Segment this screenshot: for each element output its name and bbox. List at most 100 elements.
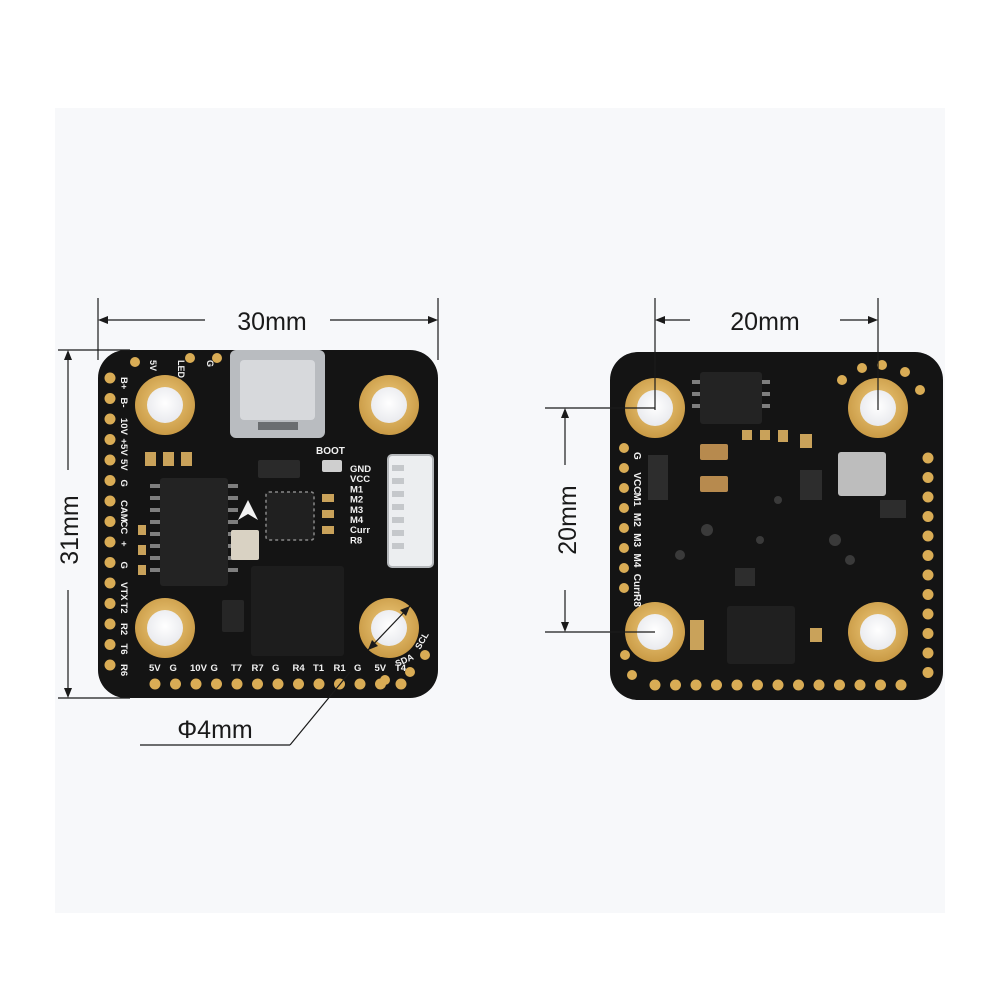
pin-label: R1	[334, 663, 347, 674]
pin-label: M3	[631, 533, 642, 547]
pin-label: G	[170, 663, 177, 674]
front-smd-parts	[138, 452, 334, 575]
solder-pad	[420, 650, 430, 660]
pin-label: +5V	[118, 439, 129, 457]
solder-pad	[252, 678, 263, 690]
solder-pad	[104, 475, 116, 486]
hole-diameter-label: Φ4mm	[177, 716, 253, 744]
solder-pad	[922, 569, 934, 581]
pin-label: M1	[350, 484, 364, 495]
solder-pad	[104, 413, 116, 425]
dimension-lines	[58, 298, 879, 746]
pin-label: CAM	[118, 500, 129, 522]
pin-label: T2	[118, 603, 129, 614]
solder-pad	[130, 357, 140, 367]
solder-pad	[104, 598, 116, 609]
front-regulator	[258, 460, 300, 478]
back-vias	[675, 496, 855, 565]
pin-label: CC	[118, 521, 129, 535]
pin-label: G	[211, 663, 218, 674]
pin-label: 10V	[118, 418, 129, 436]
solder-pad	[772, 679, 784, 691]
solder-pad	[313, 678, 325, 690]
back-small-ics	[648, 455, 906, 586]
solder-pad	[185, 353, 195, 363]
top-label-g: G	[205, 360, 215, 367]
solder-pad	[104, 372, 116, 384]
pin-label: G	[118, 562, 129, 569]
solder-pad	[395, 678, 407, 690]
pin-label: Curr	[631, 574, 642, 595]
solder-pad	[149, 678, 161, 690]
solder-pad	[619, 463, 629, 473]
front-gyro-chip	[265, 491, 315, 541]
back-inductor	[838, 452, 886, 496]
solder-pad	[922, 530, 934, 542]
solder-pad	[104, 618, 116, 630]
solder-pad	[104, 639, 116, 650]
back-capacitors	[700, 444, 728, 492]
solder-pad	[670, 679, 681, 691]
solder-pad	[104, 454, 116, 466]
pin-label: VCC	[631, 472, 642, 493]
pin-label: R8	[631, 594, 642, 607]
front-crystal	[231, 530, 259, 560]
solder-pad	[272, 678, 284, 690]
pin-label: R8	[350, 535, 362, 546]
solder-pad	[875, 679, 886, 691]
back-width-label: 20mm	[730, 308, 799, 336]
back-ic-top	[700, 372, 762, 424]
solder-pad	[922, 511, 934, 522]
solder-pad	[690, 679, 702, 691]
solder-pad	[922, 452, 934, 464]
pin-label: M4	[350, 515, 364, 526]
solder-pad	[619, 543, 629, 553]
solder-pad	[922, 472, 934, 483]
solder-pad	[405, 667, 415, 677]
pin-label: R2	[118, 623, 129, 635]
solder-pad	[293, 678, 304, 690]
dimension-arrowheads	[64, 316, 878, 698]
pin-label: G	[272, 663, 279, 674]
solder-pad	[619, 443, 629, 453]
back-smd-parts	[690, 430, 822, 650]
pin-label: T6	[118, 644, 129, 655]
back-height-label: 20mm	[554, 485, 582, 554]
front-width-label: 30mm	[237, 308, 306, 336]
solder-pad	[752, 679, 763, 691]
solder-pad	[922, 550, 934, 561]
solder-pad	[620, 650, 630, 660]
back-solder-pads	[619, 360, 934, 691]
solder-pad	[104, 516, 116, 527]
pin-label: G	[631, 452, 642, 460]
solder-pad	[627, 670, 637, 680]
pin-label: M1	[631, 493, 642, 507]
top-label-5v: 5V	[148, 360, 158, 371]
solder-pad	[380, 675, 390, 685]
solder-pad	[104, 393, 116, 404]
solder-pad	[731, 679, 743, 691]
solder-pad	[231, 678, 243, 690]
solder-pad	[793, 679, 804, 691]
solder-pad	[922, 608, 934, 620]
solder-pad	[922, 647, 934, 659]
solder-pad	[170, 678, 181, 690]
usb-c-connector	[230, 350, 325, 438]
solder-pad	[619, 483, 629, 493]
solder-pad	[922, 589, 934, 600]
solder-pad	[619, 503, 629, 513]
solder-pad	[922, 628, 934, 639]
solder-pad	[211, 678, 222, 690]
solder-pad	[354, 678, 366, 690]
front-solder-pads	[104, 353, 430, 690]
solder-pad	[104, 434, 116, 445]
orientation-arrow-icon	[238, 500, 258, 520]
front-ic-left	[160, 478, 228, 586]
pin-label: M4	[631, 554, 642, 568]
pin-label: 5V	[118, 459, 129, 471]
pin-label: Curr	[350, 525, 370, 536]
